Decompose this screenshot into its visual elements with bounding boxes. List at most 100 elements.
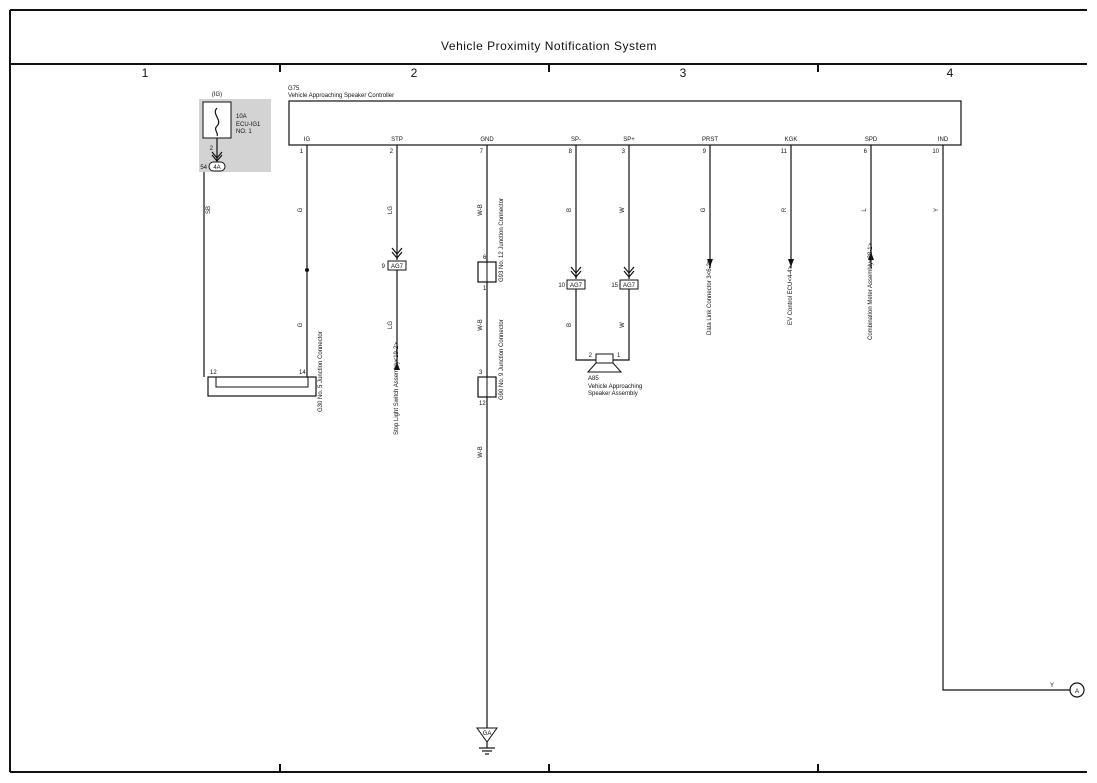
wire-ind [942, 145, 1070, 691]
fuse-pin-arrow-icon [211, 151, 223, 162]
terminal-spd: SPD [865, 137, 878, 143]
wire-sp-minus-lower [575, 289, 596, 361]
wire-color-gnd-low: W-B [478, 446, 484, 458]
g90-pin-bottom: 12 [479, 401, 486, 407]
g30-pin-right: 14 [299, 370, 306, 376]
terminal-ind: IND [938, 137, 949, 143]
wire-color-sp-minus: B [567, 208, 573, 212]
ag7-spm-label: AG7 [570, 283, 583, 289]
ground-label: GA [483, 731, 492, 737]
wire-sp-plus-lower [613, 289, 630, 361]
wire-color-sp-plus: W [620, 207, 626, 213]
fuse-name: ECU-IG1 [236, 122, 261, 128]
fuse-icon [214, 107, 220, 137]
g90-label: G90 No. 9 Junction Connector [499, 319, 505, 400]
stp-arrow-icon [391, 247, 403, 259]
terminal-stp: STP [391, 137, 403, 143]
dest-stop-light-switch: Stop Light Switch Assembly<19-2> [394, 342, 400, 435]
wire-color-sp-plus-lower: W [620, 322, 626, 328]
g30-label: G30 No. 5 Junction Connector [318, 331, 324, 412]
fuse-connector: 4A [213, 165, 220, 171]
fuse-rating: 10A [236, 114, 247, 120]
stp-dest-arrow-icon [394, 362, 400, 370]
fuse-connector-pin: 54 [200, 165, 207, 171]
offpage-connector [1069, 682, 1085, 698]
controller-box [288, 100, 962, 146]
fuse-number: NO. 1 [236, 129, 252, 135]
wire-color-gnd-mid: W-B [478, 319, 484, 331]
fuse-mode: (IG) [212, 92, 222, 98]
controller-code: G75 [288, 86, 300, 92]
wire-color-ig-lower: G [298, 322, 304, 327]
terminal-pin: 11 [781, 149, 788, 155]
offpage-label: A [1075, 689, 1079, 695]
wire-color-sp-minus-lower: B [567, 323, 573, 327]
sp-plus-arrow-icon [623, 266, 635, 278]
wire-color-stp: LG [388, 206, 394, 214]
column-number-2: 2 [411, 66, 418, 80]
terminal-sp-plus: SP+ [623, 137, 635, 143]
dest-combination-meter: Combination Meter Assembly<38-1> [868, 242, 874, 340]
fuse-pin: 2 [210, 146, 214, 152]
g30-inner [215, 376, 309, 388]
spd-arrow-icon [868, 252, 874, 260]
terminal-kgk: KGK [785, 137, 798, 143]
dest-ev-control-ecu: EV Control ECU<4-4> [788, 265, 794, 325]
g93-pin-top: 6 [483, 255, 487, 261]
speaker-name-2: Speaker Assembly [588, 391, 638, 397]
speaker-code: A85 [588, 376, 599, 382]
column-number-1: 1 [142, 66, 149, 80]
ag7-spp-pin: 15 [611, 283, 618, 289]
terminal-prst: PRST [702, 137, 718, 143]
speaker-pin-left: 2 [589, 353, 593, 359]
wire-color-ind-out: Y [1050, 683, 1054, 689]
ag7-stp-label: AG7 [391, 264, 404, 270]
wire-color-ig: G [298, 207, 304, 212]
speaker-a85: 2 1 A85 Vehicle Approaching Speaker Asse… [586, 353, 642, 397]
g93-label: G93 No. 12 Junction Connector [499, 198, 505, 282]
wire-color-sb: SB [206, 206, 212, 214]
terminal-pin: 10 [932, 149, 939, 155]
ag7-stp-pin: 9 [382, 264, 386, 270]
terminal-sp-minus: SP- [571, 137, 581, 143]
g30-pin-left: 12 [210, 370, 217, 376]
fuse-block: (IG) 10A ECU-IG1 NO. 1 2 4A 54 [199, 92, 271, 172]
ground-ga: GA [476, 727, 498, 755]
speaker-body [595, 353, 614, 364]
splice-dot [305, 268, 309, 272]
controller-terminals: IG STP GND SP- SP+ PRST KGK SPD IND 1 2 … [300, 137, 949, 155]
ag7-spp-label: AG7 [623, 283, 636, 289]
wire-color-kgk: R [782, 207, 788, 212]
speaker-pin-right: 1 [617, 353, 621, 359]
speaker-cone-icon [586, 362, 623, 373]
wire-color-ind: Y [934, 208, 940, 212]
fuse-connector-oval [208, 161, 226, 172]
controller-name: Vehicle Approaching Speaker Controller [288, 93, 394, 99]
terminal-pin: 6 [864, 149, 868, 155]
ag7-spm-pin: 10 [558, 283, 565, 289]
diagram-title: Vehicle Proximity Notification System [441, 39, 657, 53]
terminal-pin: 2 [390, 149, 394, 155]
ground-triangle-icon [476, 727, 498, 743]
terminal-ig: IG [304, 137, 311, 143]
column-number-4: 4 [947, 66, 954, 80]
terminal-pin: 9 [703, 149, 707, 155]
prst-arrow-icon [707, 259, 713, 267]
terminal-gnd: GND [480, 137, 494, 143]
column-number-3: 3 [680, 66, 687, 80]
wire-color-gnd: W-B [478, 204, 484, 216]
g90-pin-top: 3 [479, 370, 483, 376]
terminal-pin: 3 [622, 149, 626, 155]
wire-color-prst: G [701, 207, 707, 212]
terminal-pin: 7 [480, 149, 484, 155]
g93-pin-bottom: 1 [483, 286, 487, 292]
kgk-arrow-icon [788, 259, 794, 267]
terminal-pin: 1 [300, 149, 304, 155]
g30-junction-connector: 12 14 G30 No. 5 Junction Connector [207, 331, 324, 412]
wire-color-spd: L [862, 208, 868, 212]
wire-color-stp-lower: LG [388, 321, 394, 329]
dest-data-link-connector: Data Link Connector 3<6-2> [707, 259, 713, 335]
sp-minus-arrow-icon [570, 266, 582, 278]
speaker-name-1: Vehicle Approaching [588, 384, 642, 390]
